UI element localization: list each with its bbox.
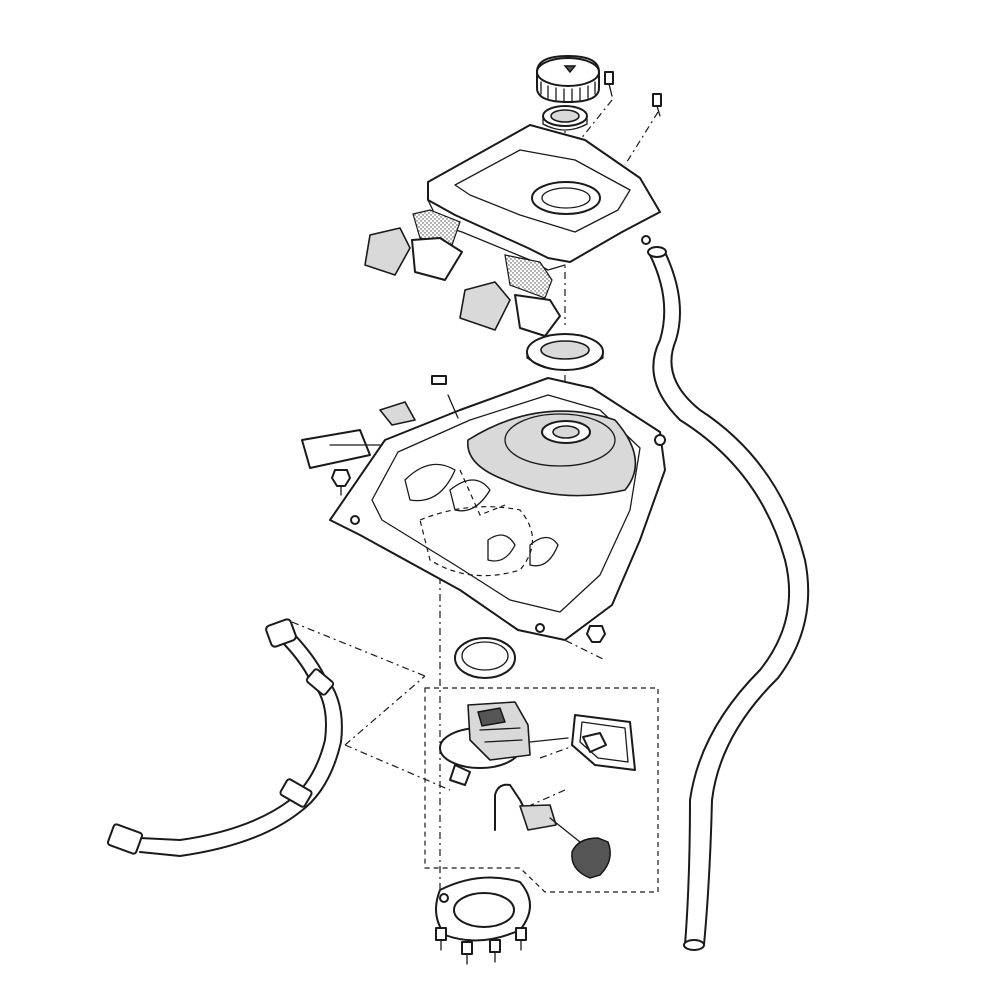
neck-gasket xyxy=(526,333,604,371)
tank-cover xyxy=(412,124,661,299)
cap-screws xyxy=(604,71,662,117)
fuel-tank xyxy=(301,375,666,641)
screw-icon xyxy=(652,93,662,117)
bolt-icon xyxy=(461,941,473,965)
fuel-level-sender xyxy=(494,783,611,879)
pump-set-plate xyxy=(435,876,531,942)
fuel-pump-module xyxy=(439,701,569,786)
cover-pads xyxy=(364,227,561,337)
bolt-icon xyxy=(331,469,351,496)
cap-seal-ring xyxy=(542,105,588,131)
pump-seal-ring xyxy=(454,637,516,679)
bolt-icon xyxy=(515,927,527,951)
pump-assembly-box xyxy=(424,687,659,893)
bolt-icon xyxy=(435,927,447,951)
bolt-icon xyxy=(489,939,501,963)
pump-filter xyxy=(571,714,636,771)
fuel-hose xyxy=(106,618,343,857)
tank-bolts xyxy=(331,469,606,643)
bolt-icon xyxy=(586,625,606,643)
breather-hose xyxy=(647,246,810,951)
plate-bolts xyxy=(435,927,527,965)
filler-cap xyxy=(536,55,600,103)
screw-icon xyxy=(604,71,614,97)
